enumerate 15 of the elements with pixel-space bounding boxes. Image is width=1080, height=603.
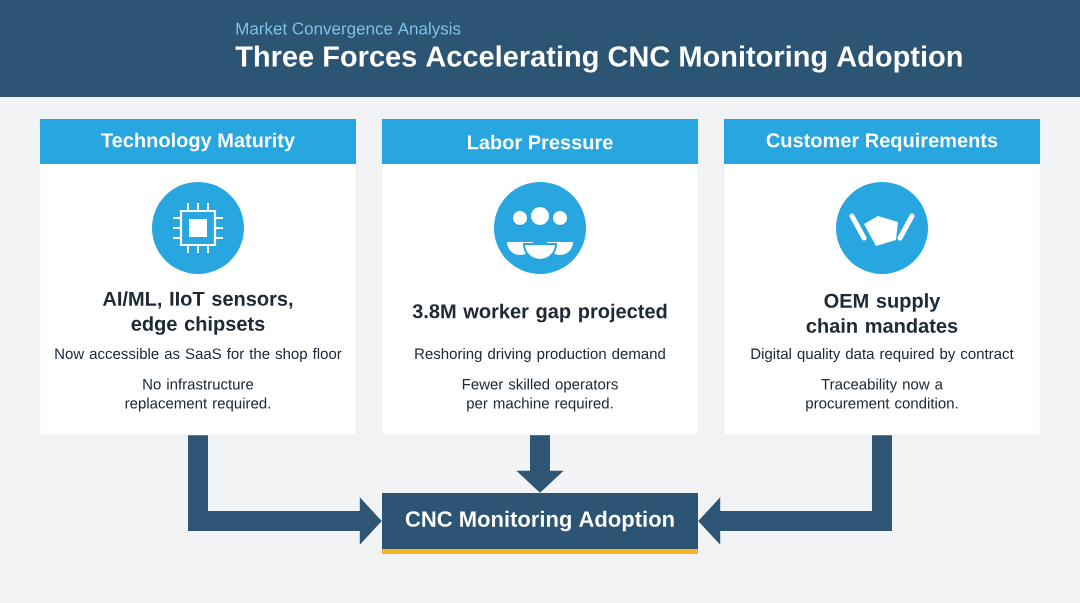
title: Three Forces Accelerating CNC Monitoring Adoption bbox=[235, 45, 962, 73]
card-text: No infrastructure replacement required. bbox=[125, 378, 270, 412]
card-text: Traceability now a procurement condition. bbox=[806, 378, 958, 412]
card-text: Now accessible as SaaS for the shop floor bbox=[55, 348, 342, 362]
card-heading: Technology Maturity bbox=[101, 132, 295, 152]
subtitle: Market Convergence Analysis bbox=[236, 22, 461, 38]
result-box: CNC Monitoring Adoption bbox=[382, 493, 698, 554]
card-subheading: AI/ML, IIoT sensors, edge chipsets bbox=[102, 291, 293, 335]
card-heading: Customer Requirements bbox=[766, 132, 998, 152]
card-heading: Labor Pressure bbox=[467, 134, 613, 150]
card-text: Digital quality data required by contract bbox=[751, 348, 1014, 362]
card-text: Fewer skilled operators per machine required. bbox=[462, 378, 618, 412]
card-subheading: 3.8M worker gap projected bbox=[412, 303, 667, 323]
card-text: Reshoring driving production demand bbox=[415, 348, 665, 362]
card-subheading: OEM supply chain mandates bbox=[806, 293, 958, 333]
